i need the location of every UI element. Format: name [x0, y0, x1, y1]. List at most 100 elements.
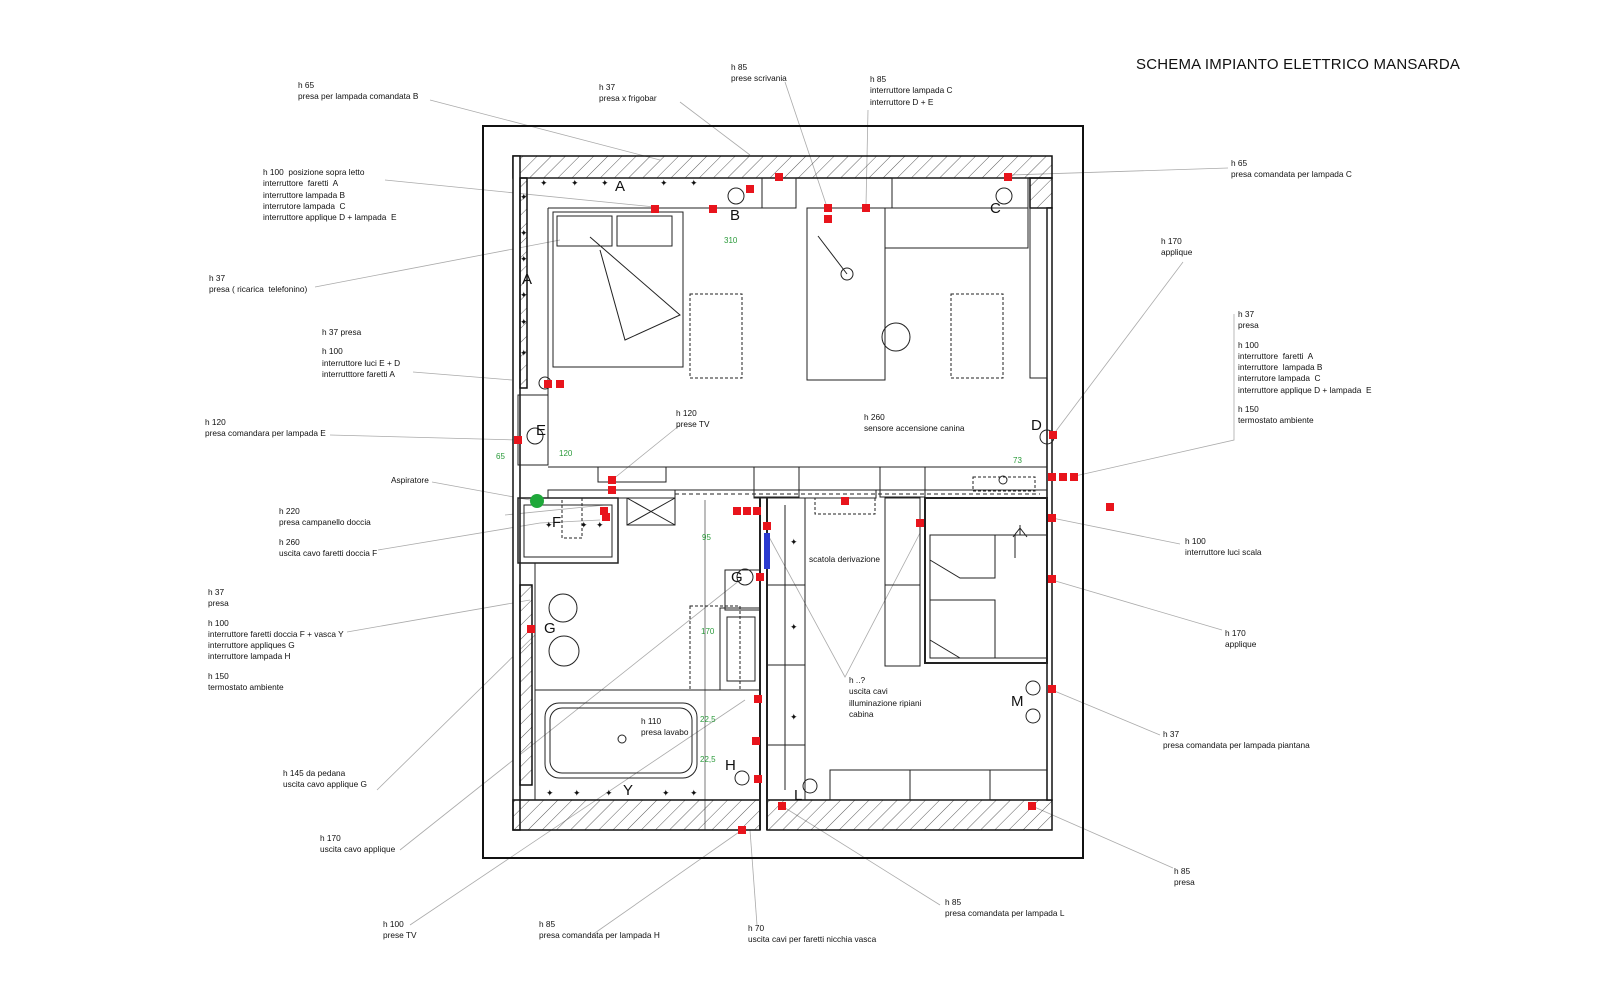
svg-text:✦: ✦	[690, 178, 698, 188]
svg-text:✦: ✦	[520, 348, 528, 358]
plan-letter-d: D	[1031, 417, 1042, 434]
annotation-line: interruttore applique D + lampada E	[263, 212, 397, 223]
annotation-line: interruttore lampada B	[1238, 362, 1323, 373]
svg-text:✦: ✦	[546, 788, 554, 798]
outlet-marker	[824, 204, 832, 212]
dimension-label: 95	[702, 533, 711, 542]
svg-text:✦: ✦	[660, 178, 668, 188]
annotation-line: h 37	[1238, 309, 1255, 319]
svg-text:✦: ✦	[520, 290, 528, 300]
annotation-line: interruttore D + E	[870, 96, 934, 107]
annotation-line	[208, 663, 344, 671]
outlet-marker	[862, 204, 870, 212]
svg-text:✦: ✦	[520, 228, 528, 238]
outlet-marker	[544, 380, 552, 388]
annotation-line: prese scrivania	[731, 73, 787, 84]
annotation-line: uscita cavi per faretti nicchia vasca	[748, 934, 877, 945]
svg-text:✦: ✦	[605, 788, 613, 798]
annotation-line: presa comandata per lampada H	[539, 930, 660, 941]
outlet-marker	[775, 173, 783, 181]
plan-letter-b: B	[730, 207, 741, 224]
annotation-line: h 85	[1174, 866, 1191, 876]
annotation-line: uscita cavo applique G	[283, 779, 367, 790]
plan-letter-a: A	[522, 271, 533, 288]
annotation-line: h 65	[298, 80, 315, 90]
annotation-line	[322, 338, 400, 346]
plan-letter-m: M	[1011, 693, 1024, 710]
outlet-marker	[1048, 514, 1056, 522]
outlet-marker	[752, 737, 760, 745]
walls	[512, 155, 1053, 831]
annotation-line: h 37	[208, 587, 225, 597]
annotation-line: interruttore lampada H	[208, 651, 291, 662]
svg-text:✦: ✦	[545, 520, 553, 530]
annotation-line: presa	[208, 598, 229, 609]
plan-letter-e: E	[536, 422, 547, 439]
annotation-line: h 145 da pedana	[283, 768, 346, 778]
outlet-markers	[514, 173, 1114, 834]
annotation-line: presa comandata per lampada L	[945, 908, 1065, 919]
outlet-marker	[514, 436, 522, 444]
annotation-line: h 85	[945, 897, 962, 907]
annotation-line: presa ( ricarica telefonino)	[209, 284, 308, 295]
plan-letter-c: C	[990, 200, 1001, 217]
annotation-line: presa lavabo	[641, 727, 689, 738]
svg-text:✦: ✦	[790, 712, 798, 722]
outlet-marker	[1106, 503, 1114, 511]
dimension-label: 73	[1013, 456, 1022, 465]
svg-text:✦: ✦	[790, 622, 798, 632]
annotation-line: h 37	[209, 273, 226, 283]
annotation-line: h 150	[208, 670, 229, 681]
annotation-line: prese TV	[383, 930, 417, 941]
outlet-marker	[756, 573, 764, 581]
svg-text:✦: ✦	[571, 178, 579, 188]
annotation-line: h 85	[539, 919, 556, 929]
annotation-line: h 260	[279, 536, 300, 547]
annotation-line	[208, 610, 344, 618]
annotation-line: interruttore applique D + lampada E	[1238, 384, 1372, 395]
annotation-line: prese TV	[676, 419, 710, 430]
annotation-line: h 65	[1231, 158, 1248, 168]
annotation-line: h 120	[205, 417, 226, 427]
plan-letter-h: H	[725, 757, 736, 774]
outlet-marker	[916, 519, 924, 527]
outlet-marker	[754, 695, 762, 703]
annotation-line: h 170	[320, 833, 341, 843]
outlet-marker	[778, 802, 786, 810]
annotation-line: h 100	[322, 346, 343, 357]
annotation-line	[1238, 332, 1372, 340]
svg-text:✦: ✦	[580, 520, 588, 530]
outlet-marker	[527, 625, 535, 633]
annotation-line: h 100	[1185, 536, 1206, 546]
outlet-marker	[1049, 431, 1057, 439]
annotation-line: presa campanello doccia	[279, 517, 371, 528]
annotation-line: h 85	[870, 74, 887, 84]
annotation-line: presa	[1174, 877, 1195, 888]
outlet-marker	[608, 476, 616, 484]
annotation-line: h 260	[864, 412, 885, 422]
annotation-line: presa x frigobar	[599, 93, 657, 104]
outlet-marker	[651, 205, 659, 213]
outlet-marker	[1048, 685, 1056, 693]
annotation-line: interruttore faretti A	[1238, 350, 1314, 361]
outlet-marker	[743, 507, 751, 515]
outlet-marker	[1048, 575, 1056, 583]
dimension-label: 310	[724, 236, 738, 245]
annotation-line: applique	[1161, 247, 1193, 258]
annotation-line: h 37	[599, 82, 616, 92]
